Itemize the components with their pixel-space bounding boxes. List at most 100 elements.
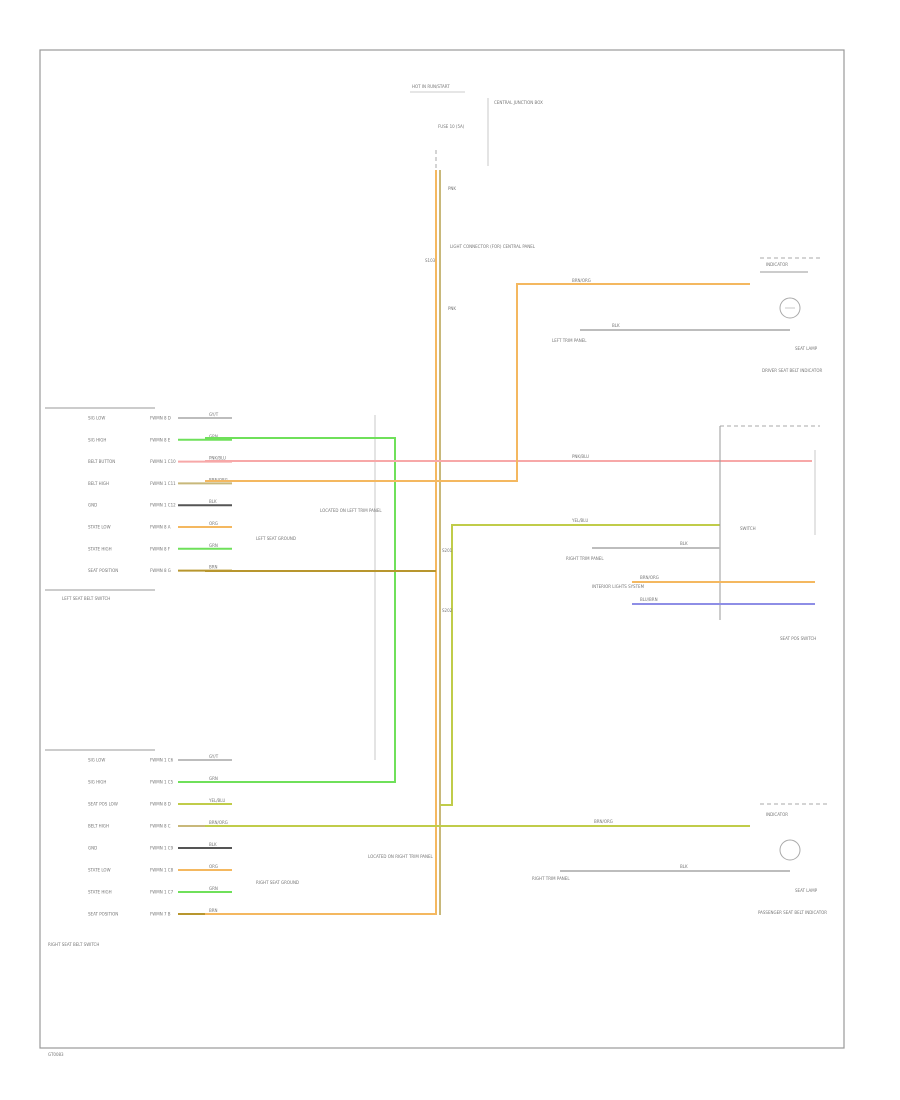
yellowgreen-switch-wire <box>440 524 720 806</box>
lower-indicator-title: INDICATOR <box>766 812 788 817</box>
diagram-frame <box>39 49 845 1049</box>
right-pin-wire-label: BRN <box>209 908 218 913</box>
right-pin-function: STATE HIGH <box>88 890 112 895</box>
left-module-name: LEFT SEAT BELT SWITCH <box>62 596 110 601</box>
left-pin-function: SIG LOW <box>88 416 105 421</box>
switch-name: SEAT POS SWITCH <box>780 636 816 641</box>
switch-ground: RIGHT TRIM PANEL <box>566 556 604 561</box>
left-pin-terminal: FWMN 1 C10 <box>150 459 176 464</box>
left-pin-function: BELT BUTTON <box>88 459 115 464</box>
left-splice-note: LOCATED ON LEFT TRIM PANEL <box>320 508 382 513</box>
fuse-box-note: CENTRAL JUNCTION BOX <box>494 100 543 105</box>
fuse-label: FUSE 10 (5A) <box>438 124 465 129</box>
left-pin-wire-label: GRN <box>209 543 218 548</box>
left-pin-function: SIG HIGH <box>88 437 106 442</box>
right-pin-function: GND <box>88 846 97 851</box>
upper-lamp-lamp: SEAT LAMP <box>795 346 818 351</box>
splice-label-top: S103 <box>425 258 436 263</box>
right-pin-wire-label: GRN <box>209 886 218 891</box>
right-pin-wire-label: ORG <box>209 864 218 869</box>
figure-code: GT0083 <box>48 1052 64 1057</box>
right-pin-row: GND FWMN 1 C9 BLK <box>88 842 232 851</box>
switch-title: SWITCH <box>740 526 756 531</box>
lower-lamp-wire2: BLK <box>680 864 688 869</box>
right-pin-row: STATE LOW FWMN 1 C8 ORG <box>88 864 232 873</box>
right-module-name: RIGHT SEAT BELT SWITCH <box>48 942 99 947</box>
lower-lamp-name: PASSENGER SEAT BELT INDICATOR <box>758 910 827 915</box>
left-pin-wire-label: BRN/ORG <box>209 477 228 482</box>
left-pin-terminal: FWMN 8 F <box>150 546 171 551</box>
center-lower-splice: S202 <box>442 608 453 613</box>
orange-riser-wire <box>205 283 750 482</box>
mid-wire-label: PNK <box>448 306 456 311</box>
top-wire-label: PNK <box>448 186 456 191</box>
right-pin-row: SEAT POSITION FWMN 7 B BRN <box>88 908 232 917</box>
right-pin-terminal: FWMN 1 C5 <box>150 780 174 785</box>
left-pin-row: SIG LOW FWMN 8 D GY/T <box>88 412 232 421</box>
left-pin-wire-label: GY/T <box>209 412 219 417</box>
right-pin-wire-label: BRN/ORG <box>209 820 228 825</box>
right-pin-function: SEAT POS LOW <box>88 802 118 807</box>
switch-orange-label: BRN/ORG <box>640 575 659 580</box>
lower-lamp-ground: RIGHT TRIM PANEL <box>532 876 570 881</box>
right-pin-function: SIG HIGH <box>88 780 106 785</box>
right-pin-function: SEAT POSITION <box>88 912 118 917</box>
left-pin-function: STATE LOW <box>88 525 111 530</box>
upper-lamp-name: DRIVER SEAT BELT INDICATOR <box>762 368 822 373</box>
left-pin-row: GND FWMN 1 C12 BLK <box>88 499 232 508</box>
left-pin-function: SEAT POSITION <box>88 568 118 573</box>
right-pin-row: SIG HIGH FWMN 1 C5 GRN <box>88 776 232 785</box>
switch-pnk-label: PNK/BLU <box>572 454 589 459</box>
right-splice-note: LOCATED ON RIGHT TRIM PANEL <box>368 854 434 859</box>
left-pin-wire-label: ORG <box>209 521 218 526</box>
left-pin-terminal: FWMN 1 C12 <box>150 503 176 508</box>
connector-label: LIGHT CONNECTOR (FOR) CENTRAL PANEL <box>450 244 536 249</box>
left-pin-wire-label: PNK/BLU <box>209 456 226 461</box>
right-pin-function: STATE LOW <box>88 868 111 873</box>
right-pin-terminal: FWMN 1 C8 <box>150 868 174 873</box>
right-pin-terminal: FWMN 7 B <box>150 912 171 917</box>
switch-blk-label: BLK <box>680 541 688 546</box>
right-ground-label: RIGHT SEAT GROUND <box>256 880 299 885</box>
left-pin-terminal: FWMN 8 A <box>150 525 171 530</box>
upper-lamp-wire1: BRN/ORG <box>572 278 591 283</box>
power-source-block: HOT IN RUN/START FUSE 10 (5A) CENTRAL JU… <box>410 84 543 311</box>
switch-note: INTERIOR LIGHTS SYSTEM <box>592 584 645 589</box>
right-pin-terminal: FWMN 1 C7 <box>150 890 174 895</box>
right-pin-terminal: FWMN 1 C9 <box>150 846 174 851</box>
right-pin-terminal: FWMN 8 C <box>150 824 171 829</box>
right-pin-wire-label: YEL/BLU <box>208 798 225 803</box>
right-pin-wire-label: GY/T <box>209 754 219 759</box>
switch-blue-label: BLU/BRN <box>640 597 658 602</box>
green-loop-wire <box>205 437 396 783</box>
lower-lamp-wire1: BRN/ORG <box>594 819 613 824</box>
lower-lamp-icon <box>779 839 801 861</box>
left-pin-wire-label: BRN <box>209 565 218 570</box>
right-pin-terminal: FWMN 8 D <box>150 802 171 807</box>
left-pin-function: GND <box>88 503 97 508</box>
left-pin-row: BELT BUTTON FWMN 1 C10 PNK/BLU <box>88 456 232 464</box>
left-pin-terminal: FWMN 8 E <box>150 437 171 442</box>
right-pin-wire-label: BLK <box>209 842 217 847</box>
right-pin-wire-label: GRN <box>209 776 218 781</box>
right-pin-row: STATE HIGH FWMN 1 C7 GRN <box>88 886 232 895</box>
seat-pos-switch: SWITCH PNK/BLU YEL/BLU BLK RIGHT TRIM PA… <box>566 425 820 641</box>
left-pin-terminal: FWMN 8 D <box>150 416 171 421</box>
lower-indicator: INDICATOR BRN/ORG BLK RIGHT TRIM PANEL S… <box>532 803 830 915</box>
upper-indicator-title: INDICATOR <box>766 262 788 267</box>
upper-lamp-ground: LEFT TRIM PANEL <box>552 338 587 343</box>
power-source-label: HOT IN RUN/START <box>412 84 450 89</box>
center-splice: S201 <box>442 548 453 553</box>
upper-lamp-icon <box>779 297 801 319</box>
left-pin-row: STATE LOW FWMN 8 A ORG <box>88 521 232 530</box>
left-pin-terminal: FWMN 1 C11 <box>150 481 176 486</box>
left-pin-wire-label: BLK <box>209 499 217 504</box>
left-module: LEFT SEAT BELT SWITCH SIG LOW FWMN 8 D GY/… <box>45 407 376 760</box>
